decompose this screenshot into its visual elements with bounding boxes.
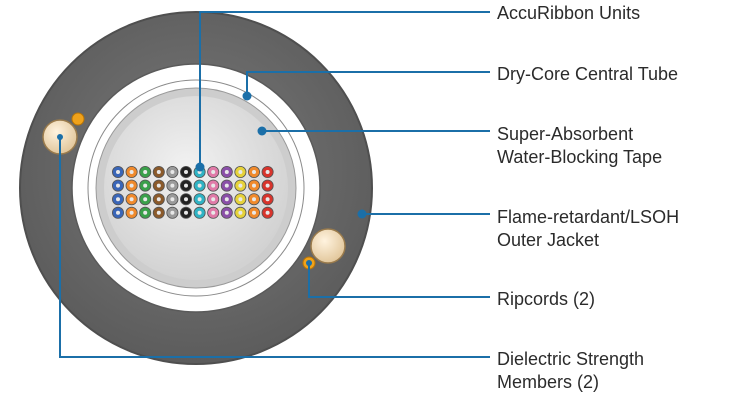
label-accuribbon-units: AccuRibbon Units	[497, 2, 640, 25]
fiber-core-1-9	[238, 183, 243, 188]
accuribbon-units	[112, 165, 274, 219]
fiber-core-0-4	[170, 170, 175, 174]
fiber-core-2-11	[265, 197, 270, 202]
fiber-core-2-2	[143, 197, 148, 202]
label-strength-members: Dielectric Strength Members (2)	[497, 348, 644, 394]
fiber-core-3-4	[170, 210, 175, 215]
fiber-core-3-11	[265, 210, 270, 215]
fiber-core-0-3	[156, 170, 161, 174]
fiber-core-2-10	[252, 197, 256, 202]
fiber-core-1-0	[116, 183, 120, 188]
fiber-core-2-7	[211, 197, 216, 202]
fiber-core-0-10	[252, 170, 256, 174]
label-water-blocking-tape-line2: Water-Blocking Tape	[497, 147, 663, 167]
fiber-core-1-6	[197, 183, 202, 188]
fiber-core-3-10	[252, 210, 256, 215]
central-tube-inner-edge	[87, 79, 305, 297]
fiber-core-1-4	[170, 183, 175, 188]
fiber-core-0-9	[238, 170, 243, 174]
fiber-core-2-4	[170, 197, 175, 202]
leader-line-ribbon	[199, 11, 490, 167]
fiber-core-0-8	[224, 170, 229, 174]
fiber-core-2-5	[184, 197, 188, 202]
fiber-core-2-6	[197, 197, 202, 202]
fiber-core-3-0	[116, 210, 120, 215]
leader-line-strength	[59, 137, 490, 358]
fiber-core-2-0	[116, 197, 120, 202]
fiber-core-0-2	[143, 170, 148, 174]
label-accuribbon-units-line1: AccuRibbon Units	[497, 3, 641, 23]
fiber-core-3-1	[129, 210, 134, 215]
leader-dot-ripcords	[306, 260, 312, 266]
label-ripcords: Ripcords (2)	[497, 288, 595, 311]
label-water-blocking-tape-line1: Super-Absorbent	[497, 124, 634, 144]
fiber-core-3-7	[211, 210, 216, 215]
fiber-core-3-9	[238, 210, 243, 215]
label-ripcords-line1: Ripcords (2)	[497, 289, 596, 309]
fiber-core-1-2	[143, 183, 148, 188]
label-outer-jacket-line1: Flame-retardant/LSOH	[497, 207, 680, 227]
fiber-core-0-5	[184, 170, 188, 174]
fiber-core-1-5	[184, 183, 188, 188]
leader-dot-jacket	[357, 209, 367, 219]
label-strength-members-line1: Dielectric Strength	[497, 349, 645, 369]
fiber-core-2-9	[238, 197, 243, 202]
label-dry-core-central-tube: Dry-Core Central Tube	[497, 63, 678, 86]
fiber-core-2-1	[129, 197, 134, 202]
fiber-core-0-7	[211, 170, 216, 174]
label-water-blocking-tape: Super-Absorbent Water-Blocking Tape	[497, 123, 662, 169]
fiber-core-1-7	[211, 183, 216, 188]
fiber-core-3-2	[143, 210, 148, 215]
leader-dot-tape	[257, 126, 267, 136]
fiber-core-0-0	[116, 170, 120, 174]
leader-line-ripcords	[308, 263, 490, 298]
ripcord-left	[71, 112, 85, 126]
fiber-core-2-8	[224, 197, 229, 202]
fiber-core-3-5	[184, 210, 188, 215]
leader-dot-tube	[242, 91, 252, 101]
fiber-core-1-11	[265, 183, 270, 188]
fiber-core-3-6	[197, 210, 202, 215]
fiber-core-2-3	[156, 197, 161, 202]
fiber-core-0-11	[265, 170, 270, 174]
label-outer-jacket: Flame-retardant/LSOH Outer Jacket	[497, 206, 679, 252]
fiber-core-1-3	[156, 183, 161, 188]
leader-dot-strength	[57, 134, 63, 140]
leader-line-tube	[246, 71, 490, 96]
fiber-core-3-3	[156, 210, 161, 215]
label-strength-members-line2: Members (2)	[497, 372, 600, 392]
label-outer-jacket-line2: Outer Jacket	[497, 230, 600, 250]
label-dry-core-central-tube-line1: Dry-Core Central Tube	[497, 64, 679, 84]
fiber-core-3-8	[224, 210, 229, 215]
fiber-core-1-8	[224, 183, 229, 188]
leader-dot-ribbon	[195, 162, 205, 172]
strength-member-right	[310, 228, 346, 264]
fiber-core-1-1	[129, 183, 134, 188]
fiber-core-0-1	[129, 170, 134, 174]
fiber-core-1-10	[252, 183, 256, 188]
